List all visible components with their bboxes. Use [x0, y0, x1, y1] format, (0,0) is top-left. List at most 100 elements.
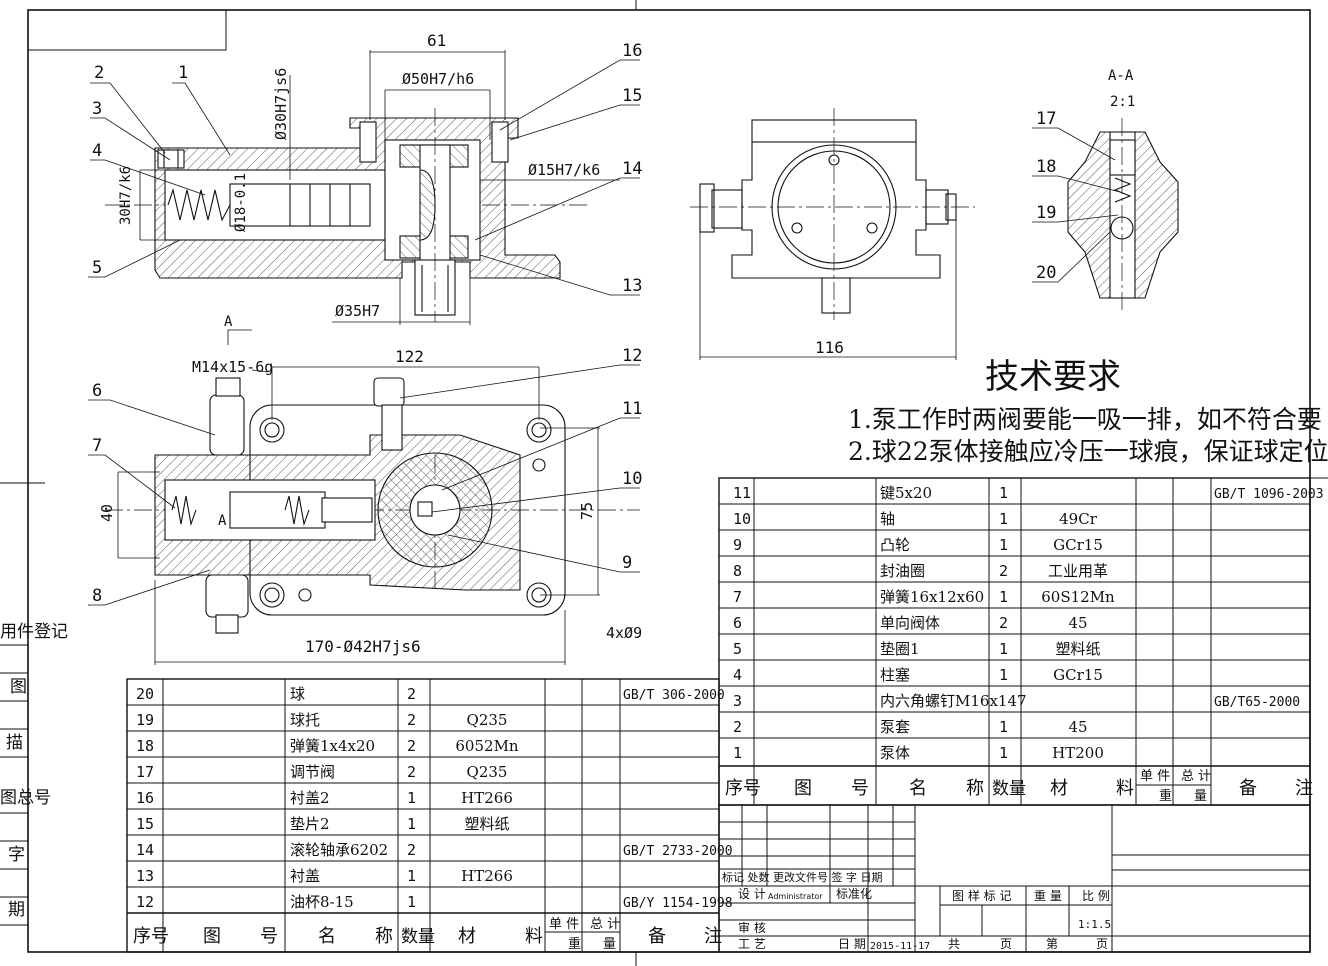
bom-material: 6052Mn — [455, 737, 519, 755]
front-section-view — [105, 108, 590, 322]
bom-standard: GB/T65-2000 — [1214, 695, 1300, 710]
balloon-1: 1 — [178, 63, 188, 83]
balloon-numbers: 1 2 3 4 5 6 7 8 9 10 11 12 13 14 15 16 1… — [92, 41, 1056, 606]
bom-qty: 1 — [999, 718, 1008, 736]
balloon-7: 7 — [92, 436, 102, 456]
bom-no: 10 — [733, 510, 751, 528]
bom-qty: 1 — [407, 815, 416, 833]
balloon-18: 18 — [1036, 157, 1056, 177]
svg-text:序号: 序号 — [133, 926, 169, 947]
balloon-13: 13 — [622, 276, 642, 296]
svg-text:称: 称 — [966, 778, 984, 799]
bom-name: 油杯8-15 — [290, 893, 354, 911]
tech-title: 技术要求 — [985, 357, 1121, 397]
bom-no: 19 — [136, 711, 154, 729]
bom-no: 1 — [733, 744, 742, 762]
detail-aa-title: A-A — [1108, 68, 1134, 84]
bom-name: 泵套 — [880, 718, 910, 736]
bom-standard: GB/Y 1154-1998 — [623, 896, 733, 911]
dim-50: Ø50H7/h6 — [402, 70, 474, 88]
bom-qty: 1 — [999, 744, 1008, 762]
svg-text:称: 称 — [375, 926, 393, 947]
balloon-5: 5 — [92, 258, 102, 278]
balloon-16: 16 — [622, 41, 642, 61]
bom-qty: 1 — [999, 640, 1008, 658]
bom-qty: 2 — [999, 562, 1008, 580]
bom-no: 15 — [136, 815, 154, 833]
balloon-12: 12 — [622, 346, 642, 366]
svg-text:重: 重 — [568, 936, 581, 952]
bom-name: 凸轮 — [880, 536, 910, 554]
balloon-17: 17 — [1036, 109, 1056, 129]
bom-standard: GB/T 2733-2000 — [623, 844, 733, 859]
side-label-date: 期 — [8, 900, 25, 920]
bom-name: 单向阀体 — [880, 614, 940, 632]
bom-no: 14 — [136, 841, 154, 859]
balloon-20: 20 — [1036, 263, 1056, 283]
dim-61: 61 — [427, 31, 446, 50]
left-bom-header: 序号 图 号 名 称 数量 材 料 单 件 总 计 重 量 备 注 — [133, 917, 722, 952]
bom-qty: 2 — [407, 685, 416, 703]
side-label-total-no: 图总号 — [0, 788, 51, 808]
balloon-4: 4 — [92, 141, 102, 161]
svg-text:量: 量 — [603, 937, 616, 952]
svg-text:注: 注 — [1295, 778, 1313, 799]
bom-no: 8 — [733, 562, 742, 580]
title-block: 标记 处数 更改文件号 签 字 日期 设 计 Administrator 标准化… — [718, 804, 1311, 953]
svg-text:备: 备 — [648, 926, 666, 947]
bom-material: HT266 — [461, 867, 513, 885]
svg-text:号: 号 — [260, 926, 278, 947]
tech-line-1: 1.泵工作时两阀要能一吸一排，如不符合要 — [848, 405, 1322, 434]
bom-name: 球 — [290, 685, 305, 703]
svg-text:数量: 数量 — [401, 927, 435, 947]
bom-no: 4 — [733, 666, 742, 684]
bom-qty: 1 — [999, 484, 1008, 502]
bom-no: 2 — [733, 718, 742, 736]
balloon-11: 11 — [622, 399, 642, 419]
dim-40: 40 — [98, 504, 116, 522]
bom-qty: 2 — [407, 841, 416, 859]
tb-review-label: 审 核 — [738, 920, 766, 935]
svg-text:材: 材 — [458, 926, 476, 947]
balloon-19: 19 — [1036, 203, 1056, 223]
bom-name: 调节阀 — [290, 763, 335, 781]
bom-no: 11 — [733, 484, 751, 502]
bom-material: 45 — [1068, 718, 1087, 736]
svg-text:注: 注 — [704, 926, 722, 947]
tb-page: 页 — [1000, 937, 1012, 951]
tb-page2: 页 — [1096, 937, 1108, 951]
tb-date: 2015-11-17 — [870, 941, 930, 952]
tb-designer: Administrator — [768, 892, 823, 901]
tb-sample-mark: 图 样 标 记 — [952, 888, 1011, 903]
balloon-leaders — [88, 59, 1121, 606]
bom-no: 7 — [733, 588, 742, 606]
svg-text:序号: 序号 — [725, 778, 761, 799]
balloon-3: 3 — [92, 99, 102, 119]
side-dimensions — [699, 220, 957, 360]
right-bom-header: 序号 图 号 名 称 数量 材 料 单 件 总 计 重 量 备 注 — [725, 769, 1313, 804]
balloon-15: 15 — [622, 86, 642, 106]
tb-total: 共 — [948, 937, 960, 951]
section-marker-a-inner: A — [218, 513, 227, 529]
bom-name: 内六角螺钉M16x147 — [880, 692, 1027, 710]
bom-standard: GB/T 306-2000 — [623, 688, 725, 703]
section-marker-a: A — [224, 314, 233, 330]
dim-75: 75 — [578, 502, 596, 520]
svg-text:料: 料 — [1116, 778, 1134, 799]
tb-design-label: 设 计 — [738, 887, 766, 901]
side-label-trace: 描 — [6, 733, 23, 753]
svg-text:图: 图 — [794, 778, 812, 799]
svg-text:总 计: 总 计 — [1181, 769, 1211, 784]
svg-text:号: 号 — [851, 778, 869, 799]
